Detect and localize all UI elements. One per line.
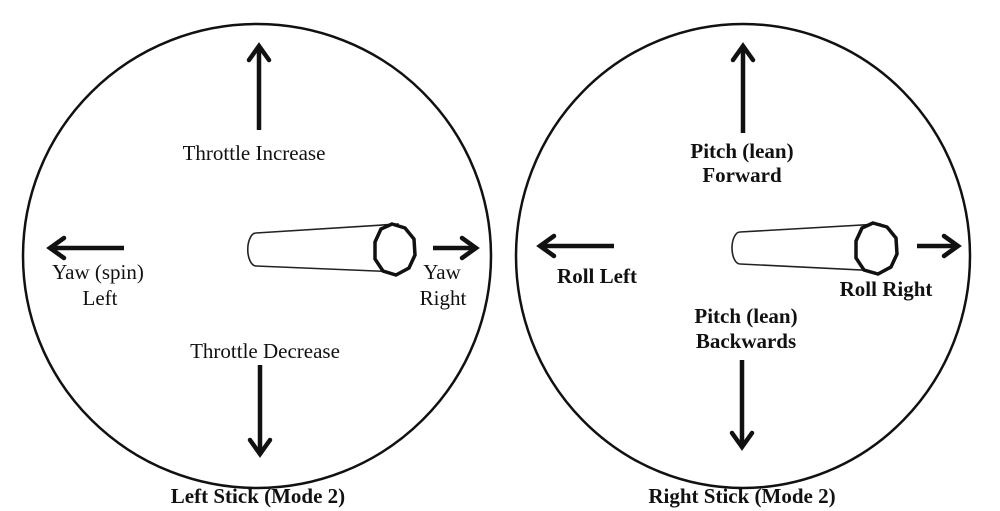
- pitch-backwards-label-line1: Pitch (lean): [694, 304, 797, 328]
- left-stick-panel: Throttle Increase Throttle Decrease Yaw …: [21, 22, 493, 508]
- arrow-down-icon: [729, 360, 755, 451]
- right-stick-outline: [514, 22, 972, 490]
- roll-left-label: Roll Left: [557, 264, 637, 288]
- right-stick-caption: Right Stick (Mode 2): [648, 484, 835, 508]
- roll-right-label: Roll Right: [840, 277, 933, 301]
- yaw-left-label-line1: Yaw (spin): [52, 260, 144, 284]
- stick-icon: [246, 222, 417, 277]
- throttle-decrease-label: Throttle Decrease: [190, 339, 340, 363]
- arrow-left-icon: [536, 233, 614, 259]
- pitch-backwards-label-line2: Backwards: [696, 329, 796, 353]
- arrow-down-icon: [247, 365, 273, 458]
- arrow-right-icon: [917, 233, 962, 259]
- pitch-forward-label-line2: Forward: [702, 163, 782, 187]
- yaw-left-label-line2: Left: [83, 286, 118, 310]
- arrow-up-icon: [730, 42, 756, 133]
- yaw-right-label-line1: Yaw: [423, 260, 461, 284]
- arrow-left-icon: [46, 235, 124, 261]
- stick-icon: [731, 221, 899, 276]
- left-stick-caption: Left Stick (Mode 2): [171, 484, 345, 508]
- arrow-up-icon: [246, 42, 272, 130]
- left-stick-outline: [21, 22, 493, 490]
- right-stick-panel: Pitch (lean) Forward Pitch (lean) Backwa…: [514, 22, 972, 508]
- arrow-right-icon: [433, 235, 480, 261]
- throttle-increase-label: Throttle Increase: [183, 141, 326, 165]
- yaw-right-label-line2: Right: [420, 286, 467, 310]
- pitch-forward-label-line1: Pitch (lean): [690, 139, 793, 163]
